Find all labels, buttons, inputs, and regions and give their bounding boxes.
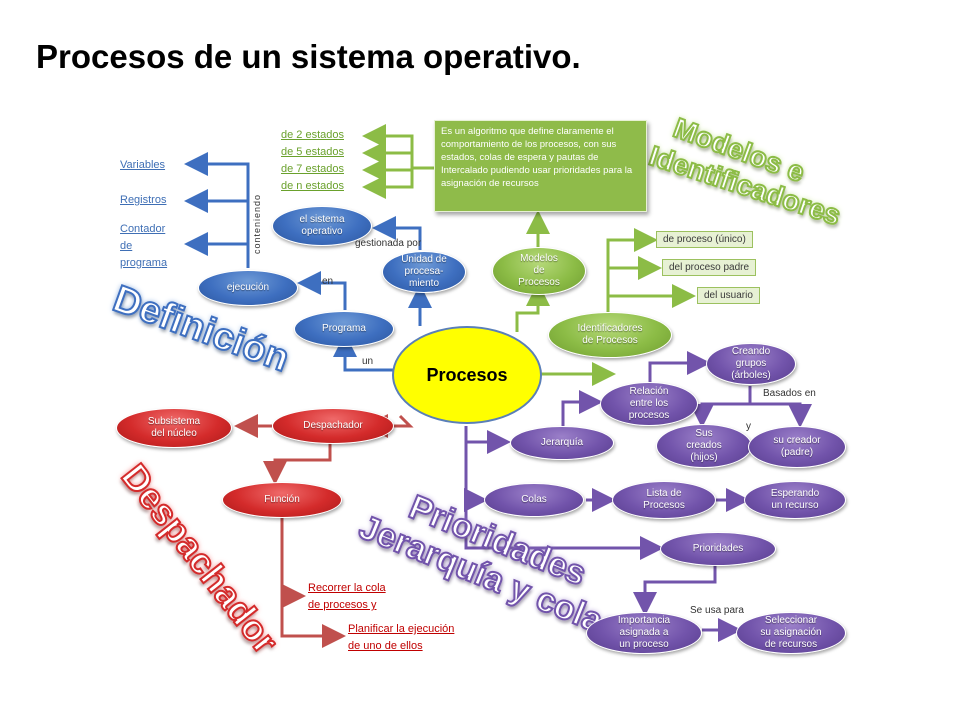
link-variables[interactable]: Variables [120, 159, 166, 171]
node-seleccionar-asignacion: Seleccionar su asignación de recursos [736, 612, 846, 654]
link-recorrer-cola[interactable]: Recorrer la cola [308, 582, 386, 594]
label-conteniendo: conteniendo [252, 193, 262, 254]
node-funcion: Función [222, 482, 342, 518]
page-title: Procesos de un sistema operativo. [36, 38, 581, 75]
node-relacion-procesos: Relación entre los procesos [600, 382, 698, 426]
node-lista-procesos: Lista de Procesos [612, 481, 716, 519]
id-proceso-unico: de proceso (único) [656, 231, 753, 248]
link-n-estados[interactable]: de n estados [281, 180, 344, 192]
link-registros[interactable]: Registros [120, 194, 167, 206]
node-prioridades: Prioridades [660, 532, 776, 566]
link-5-estados[interactable]: de 5 estados [281, 146, 344, 158]
node-modelos-procesos: Modelos de Procesos [492, 247, 586, 295]
center-node-procesos: Procesos [392, 326, 542, 424]
label-basados-en: Basados en [763, 388, 816, 399]
label-en: en [322, 276, 334, 287]
link-contador-programa[interactable]: Contador de programa [120, 223, 168, 269]
node-sistema-operativo: el sistema operativo [272, 206, 372, 246]
node-su-creador-padre: su creador (padre) [748, 426, 846, 468]
link-planificar-ejecucion[interactable]: Planificar la ejecución [348, 623, 455, 635]
id-usuario: del usuario [697, 287, 760, 304]
node-creando-grupos: Creando grupos (árboles) [706, 343, 796, 385]
label-y: y [746, 421, 751, 432]
link-2-estados[interactable]: de 2 estados [281, 129, 344, 141]
id-proceso-padre: del proceso padre [662, 259, 757, 276]
link-7-estados[interactable]: de 7 estados [281, 163, 344, 175]
node-jerarquia: Jerarquía [510, 426, 614, 460]
node-colas: Colas [484, 483, 584, 517]
node-sus-creados-hijos: Sus creados (hijos) [656, 424, 752, 468]
node-identificadores-procesos: Identificadores de Procesos [548, 312, 672, 358]
algorithm-definition-box: Es un algoritmo que define claramente el… [434, 120, 647, 212]
node-esperando-recurso: Esperando un recurso [744, 481, 846, 519]
label-se-usa-para: Se usa para [690, 605, 744, 616]
node-ejecucion: ejecución [198, 270, 298, 306]
node-despachador: Despachador [272, 408, 394, 444]
label-gestionada-por: gestionada por [355, 238, 422, 249]
node-unidad-procesamiento: Unidad de procesa- miento [382, 251, 466, 293]
node-importancia-asignada: Importancia asignada a un proceso [586, 612, 702, 654]
label-un: un [362, 356, 374, 367]
node-subsistema-nucleo: Subsistema del núcleo [116, 408, 232, 448]
link-de-procesos[interactable]: de procesos y [308, 599, 377, 611]
link-uno-de-ellos[interactable]: de uno de ellos [348, 640, 423, 652]
node-programa: Programa [294, 311, 394, 347]
